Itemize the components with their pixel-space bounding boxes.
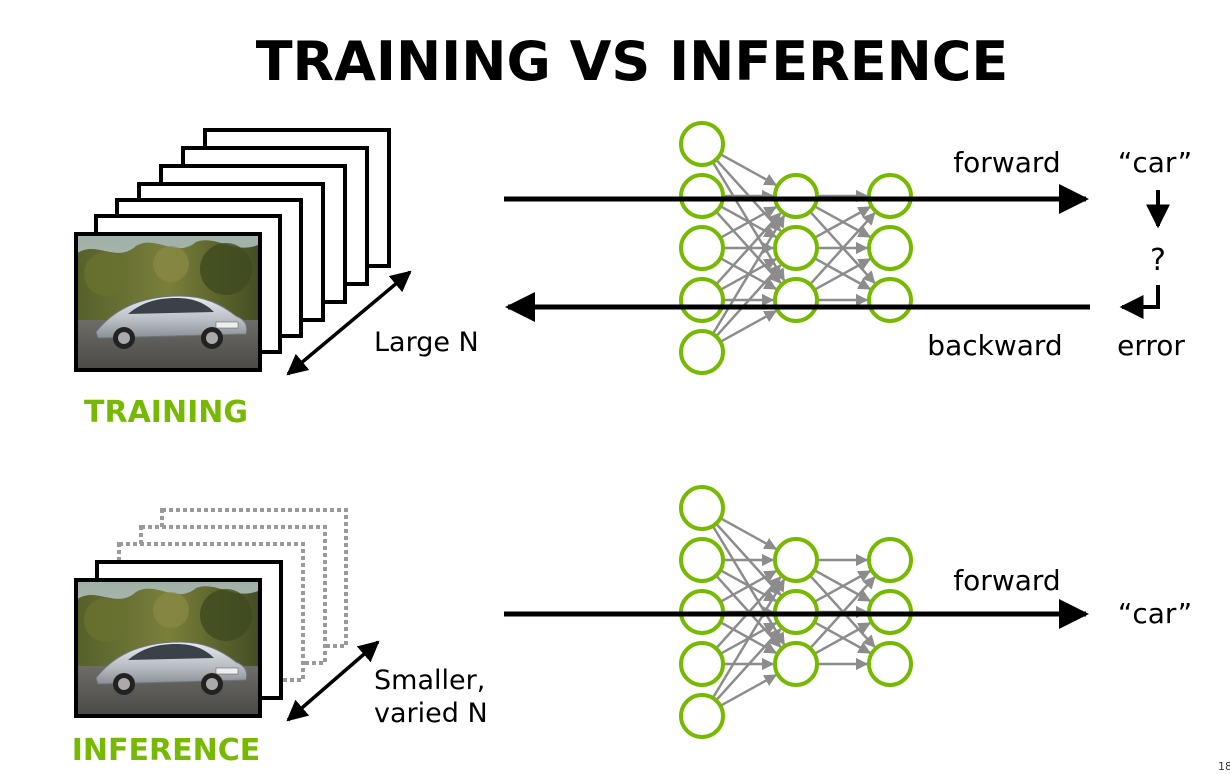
- double-arrow-icon: [286, 640, 380, 722]
- inference-section-label: INFERENCE: [72, 733, 260, 768]
- network-connection: [715, 264, 782, 338]
- training-error-label: error: [1117, 329, 1185, 362]
- network-connection: [719, 153, 777, 186]
- training-backward-label: backward: [927, 329, 1062, 362]
- network-node: [867, 537, 913, 583]
- inference-output-label: “car”: [1118, 597, 1192, 630]
- network-node: [773, 537, 819, 583]
- network-node: [773, 173, 819, 219]
- network-connection: [813, 622, 871, 655]
- network-node: [867, 277, 913, 323]
- network-connection: [711, 578, 786, 699]
- question-mark: ?: [1150, 243, 1166, 278]
- network-node: [867, 173, 913, 219]
- network-node: [679, 537, 725, 583]
- network-node: [773, 277, 819, 323]
- double-arrow-icon: [286, 270, 412, 376]
- page-number: 18: [1218, 760, 1230, 773]
- training-section-label: TRAINING: [84, 395, 248, 430]
- network-node: [679, 485, 725, 531]
- network-node: [679, 225, 725, 271]
- network-connection: [719, 570, 777, 603]
- network-connection: [715, 212, 782, 286]
- network-node: [679, 173, 725, 219]
- inference-batch-label-line2: varied N: [374, 698, 488, 729]
- training-network: [679, 121, 913, 375]
- network-node: [679, 693, 725, 739]
- network-connection: [719, 206, 777, 239]
- training-batch-label: Large N: [374, 327, 479, 358]
- network-node: [679, 277, 725, 323]
- training-output-label: “car”: [1118, 146, 1192, 179]
- network-node: [679, 641, 725, 687]
- network-connection: [715, 628, 782, 702]
- network-connection: [813, 258, 871, 291]
- car-photo: [74, 578, 262, 718]
- network-node: [773, 225, 819, 271]
- inference-image-stack: [74, 508, 348, 718]
- slide-title: TRAINING VS INFERENCE: [256, 30, 1009, 93]
- network-connection: [813, 570, 871, 603]
- training-image-stack: [74, 128, 391, 372]
- network-connection: [809, 212, 876, 286]
- network-connection: [813, 206, 871, 239]
- error-return-arrow: [1119, 285, 1160, 319]
- network-node: [773, 641, 819, 687]
- network-connection: [711, 214, 786, 335]
- network-connection: [719, 674, 777, 707]
- network-node: [679, 121, 725, 167]
- network-node: [679, 329, 725, 375]
- training-forward-label: forward: [953, 146, 1060, 179]
- inference-forward-label: forward: [953, 564, 1060, 597]
- network-node: [867, 225, 913, 271]
- network-node: [867, 641, 913, 687]
- car-photo: [74, 232, 262, 372]
- network-connection: [719, 310, 777, 343]
- inference-batch-label-line1: Smaller,: [374, 665, 485, 696]
- network-connection: [719, 517, 777, 550]
